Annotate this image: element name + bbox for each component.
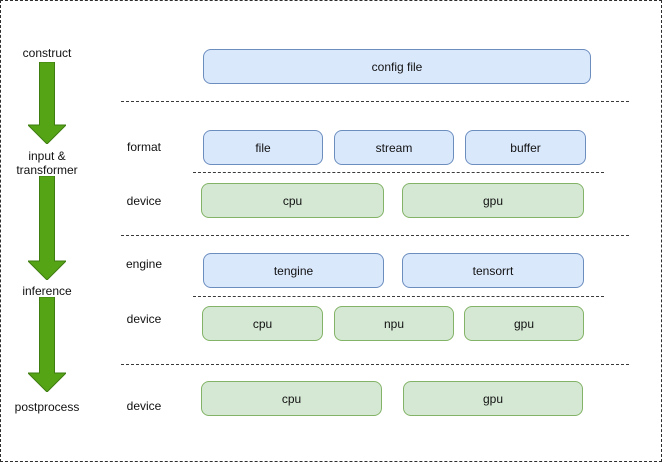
box-config-file: config file	[203, 49, 591, 84]
section-divider	[193, 172, 604, 173]
box-cpu: cpu	[202, 306, 323, 341]
box-buffer: buffer	[465, 130, 586, 165]
section-divider	[193, 296, 604, 297]
arrow-down-icon	[28, 176, 66, 280]
box-cpu: cpu	[201, 381, 382, 416]
flow-stage-postprocess: postprocess	[14, 400, 80, 414]
box-gpu: gpu	[403, 381, 583, 416]
section-divider	[121, 235, 629, 236]
row-label-device: device	[126, 312, 162, 326]
arrow-down-icon	[28, 297, 66, 392]
box-tengine: tengine	[203, 253, 384, 288]
row-label-device: device	[126, 194, 162, 208]
flow-stage-construct: construct	[22, 46, 72, 60]
box-file: file	[203, 130, 323, 165]
box-gpu: gpu	[464, 306, 584, 341]
box-stream: stream	[334, 130, 454, 165]
row-label-engine: engine	[125, 257, 163, 271]
row-label-format: format	[126, 140, 161, 154]
flow-stage-input-transformer: input & transformer	[16, 149, 78, 177]
box-tensorrt: tensorrt	[402, 253, 584, 288]
arrow-down-icon	[28, 62, 66, 144]
section-divider	[121, 364, 629, 365]
box-gpu: gpu	[402, 183, 584, 218]
box-cpu: cpu	[201, 183, 384, 218]
row-label-device: device	[126, 399, 162, 413]
flow-stage-inference: inference	[22, 284, 72, 298]
section-divider	[121, 101, 629, 102]
box-npu: npu	[334, 306, 454, 341]
